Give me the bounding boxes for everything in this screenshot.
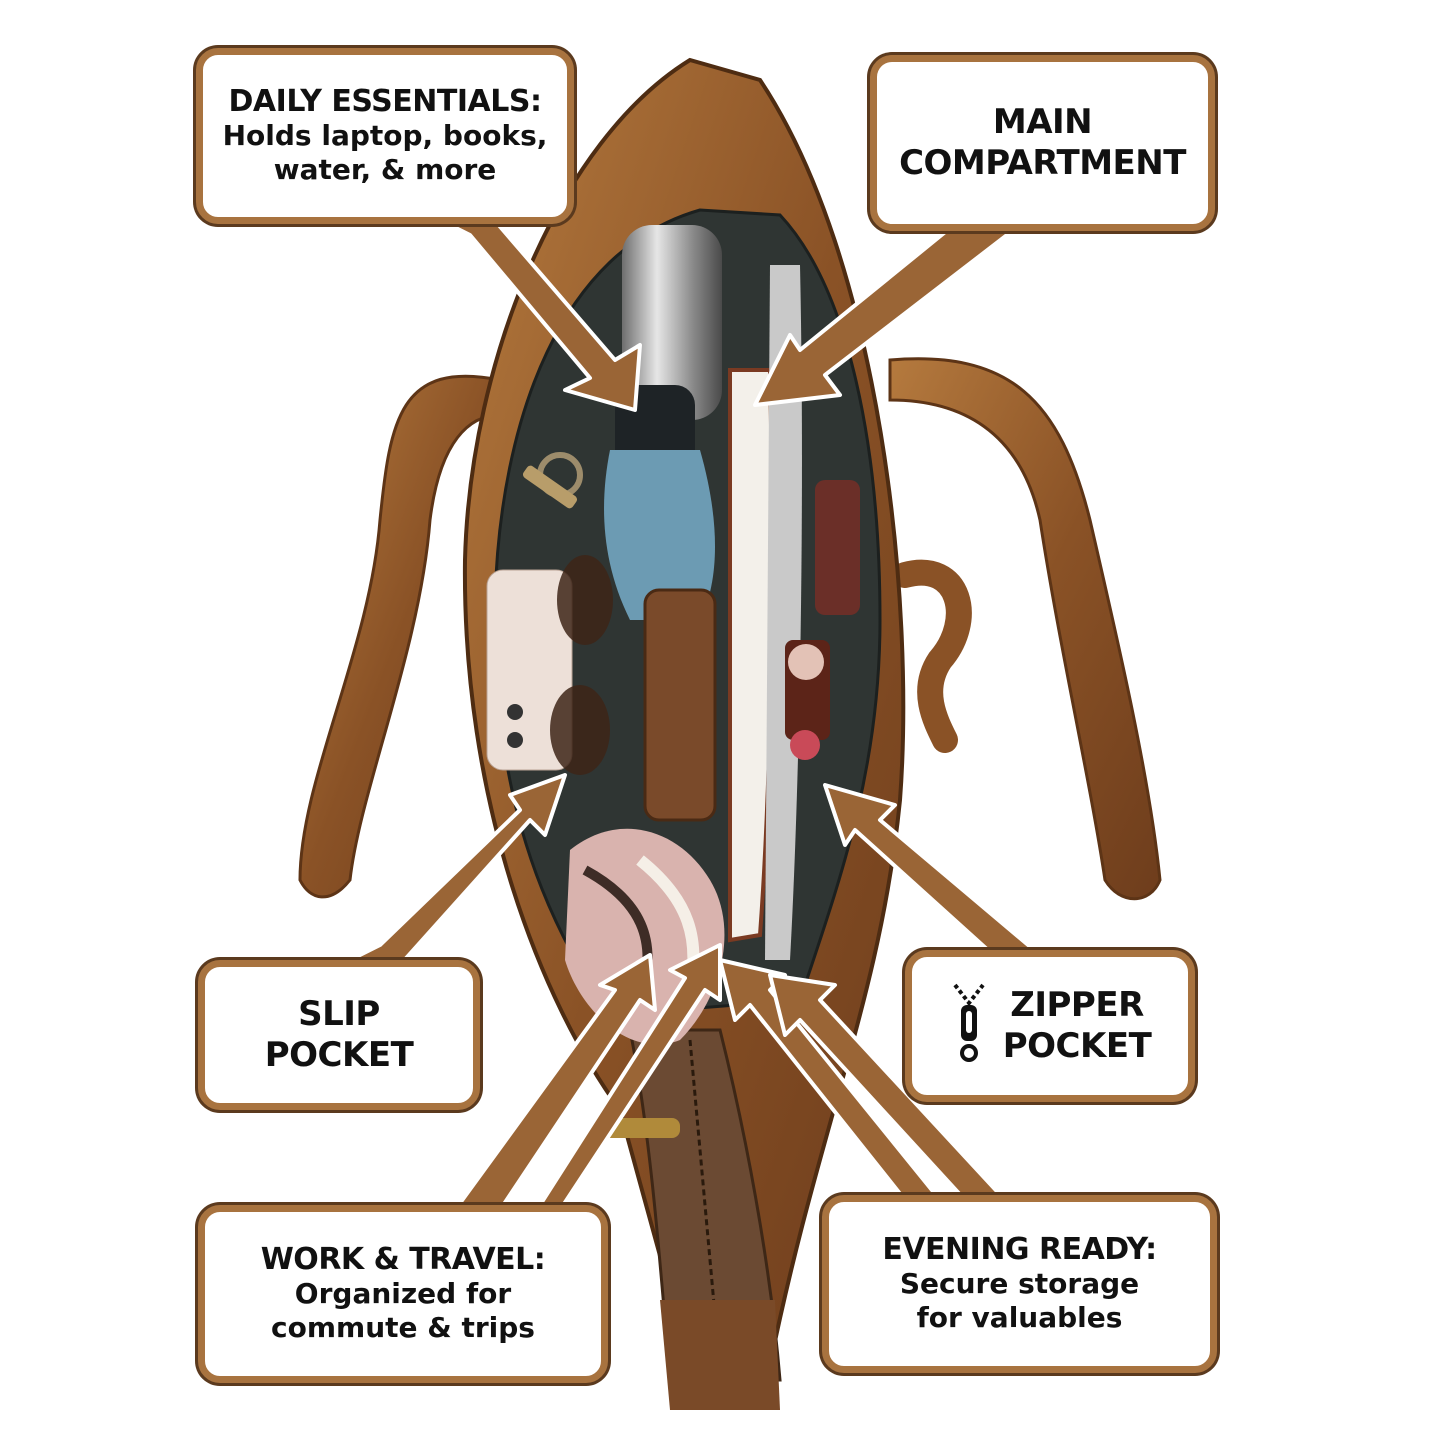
callout-slip-line2: POCKET <box>264 1035 414 1075</box>
arrow-slip <box>338 773 567 967</box>
zipper-icon <box>953 983 985 1062</box>
book <box>728 265 802 960</box>
callout-slip-pocket: SLIP POCKET <box>198 960 480 1110</box>
callout-work-line2: commute & trips <box>271 1311 535 1345</box>
wallet <box>643 588 717 822</box>
phone <box>486 569 573 771</box>
callout-zipper-line2: POCKET <box>1002 1026 1152 1066</box>
callout-daily-heading: DAILY ESSENTIALS: <box>228 83 542 119</box>
callout-zipper-line1: ZIPPER <box>1010 985 1144 1026</box>
lipstick <box>785 640 830 760</box>
callout-daily-line2: water, & more <box>273 153 497 187</box>
callout-work-heading: WORK & TRAVEL: <box>260 1241 546 1277</box>
arrow-work <box>428 943 722 1212</box>
callout-main-line1: MAIN <box>992 102 1093 143</box>
callout-daily-line1: Holds laptop, books, <box>222 119 548 153</box>
callout-slip-line1: SLIP <box>298 994 380 1035</box>
callout-daily-essentials: DAILY ESSENTIALS: Holds laptop, books, w… <box>196 48 574 224</box>
arrow-zipper <box>823 783 1042 972</box>
callout-evening-ready: EVENING READY: Secure storage for valuab… <box>822 1195 1217 1373</box>
callout-zipper-pocket: ZIPPER POCKET <box>905 950 1195 1102</box>
card-holder <box>815 480 860 615</box>
bag-handle-left <box>298 374 502 899</box>
callout-evening-heading: EVENING READY: <box>882 1231 1157 1267</box>
callout-work-travel: WORK & TRAVEL: Organized for commute & t… <box>198 1205 608 1383</box>
bag-handle-right <box>888 357 1162 901</box>
callout-main-compartment: MAIN COMPARTMENT <box>870 55 1215 231</box>
umbrella <box>604 450 715 620</box>
callout-main-line2: COMPARTMENT <box>899 143 1186 183</box>
arrow-daily <box>428 213 642 412</box>
sunglasses <box>550 555 613 775</box>
arrow-evening <box>718 958 1007 1202</box>
callout-evening-line2: for valuables <box>916 1301 1123 1335</box>
keys <box>522 452 583 509</box>
callout-evening-line1: Secure storage <box>899 1267 1140 1301</box>
arrow-main <box>753 218 1022 407</box>
callout-work-line1: Organized for <box>294 1277 512 1311</box>
zipper-strip <box>600 1028 782 1410</box>
